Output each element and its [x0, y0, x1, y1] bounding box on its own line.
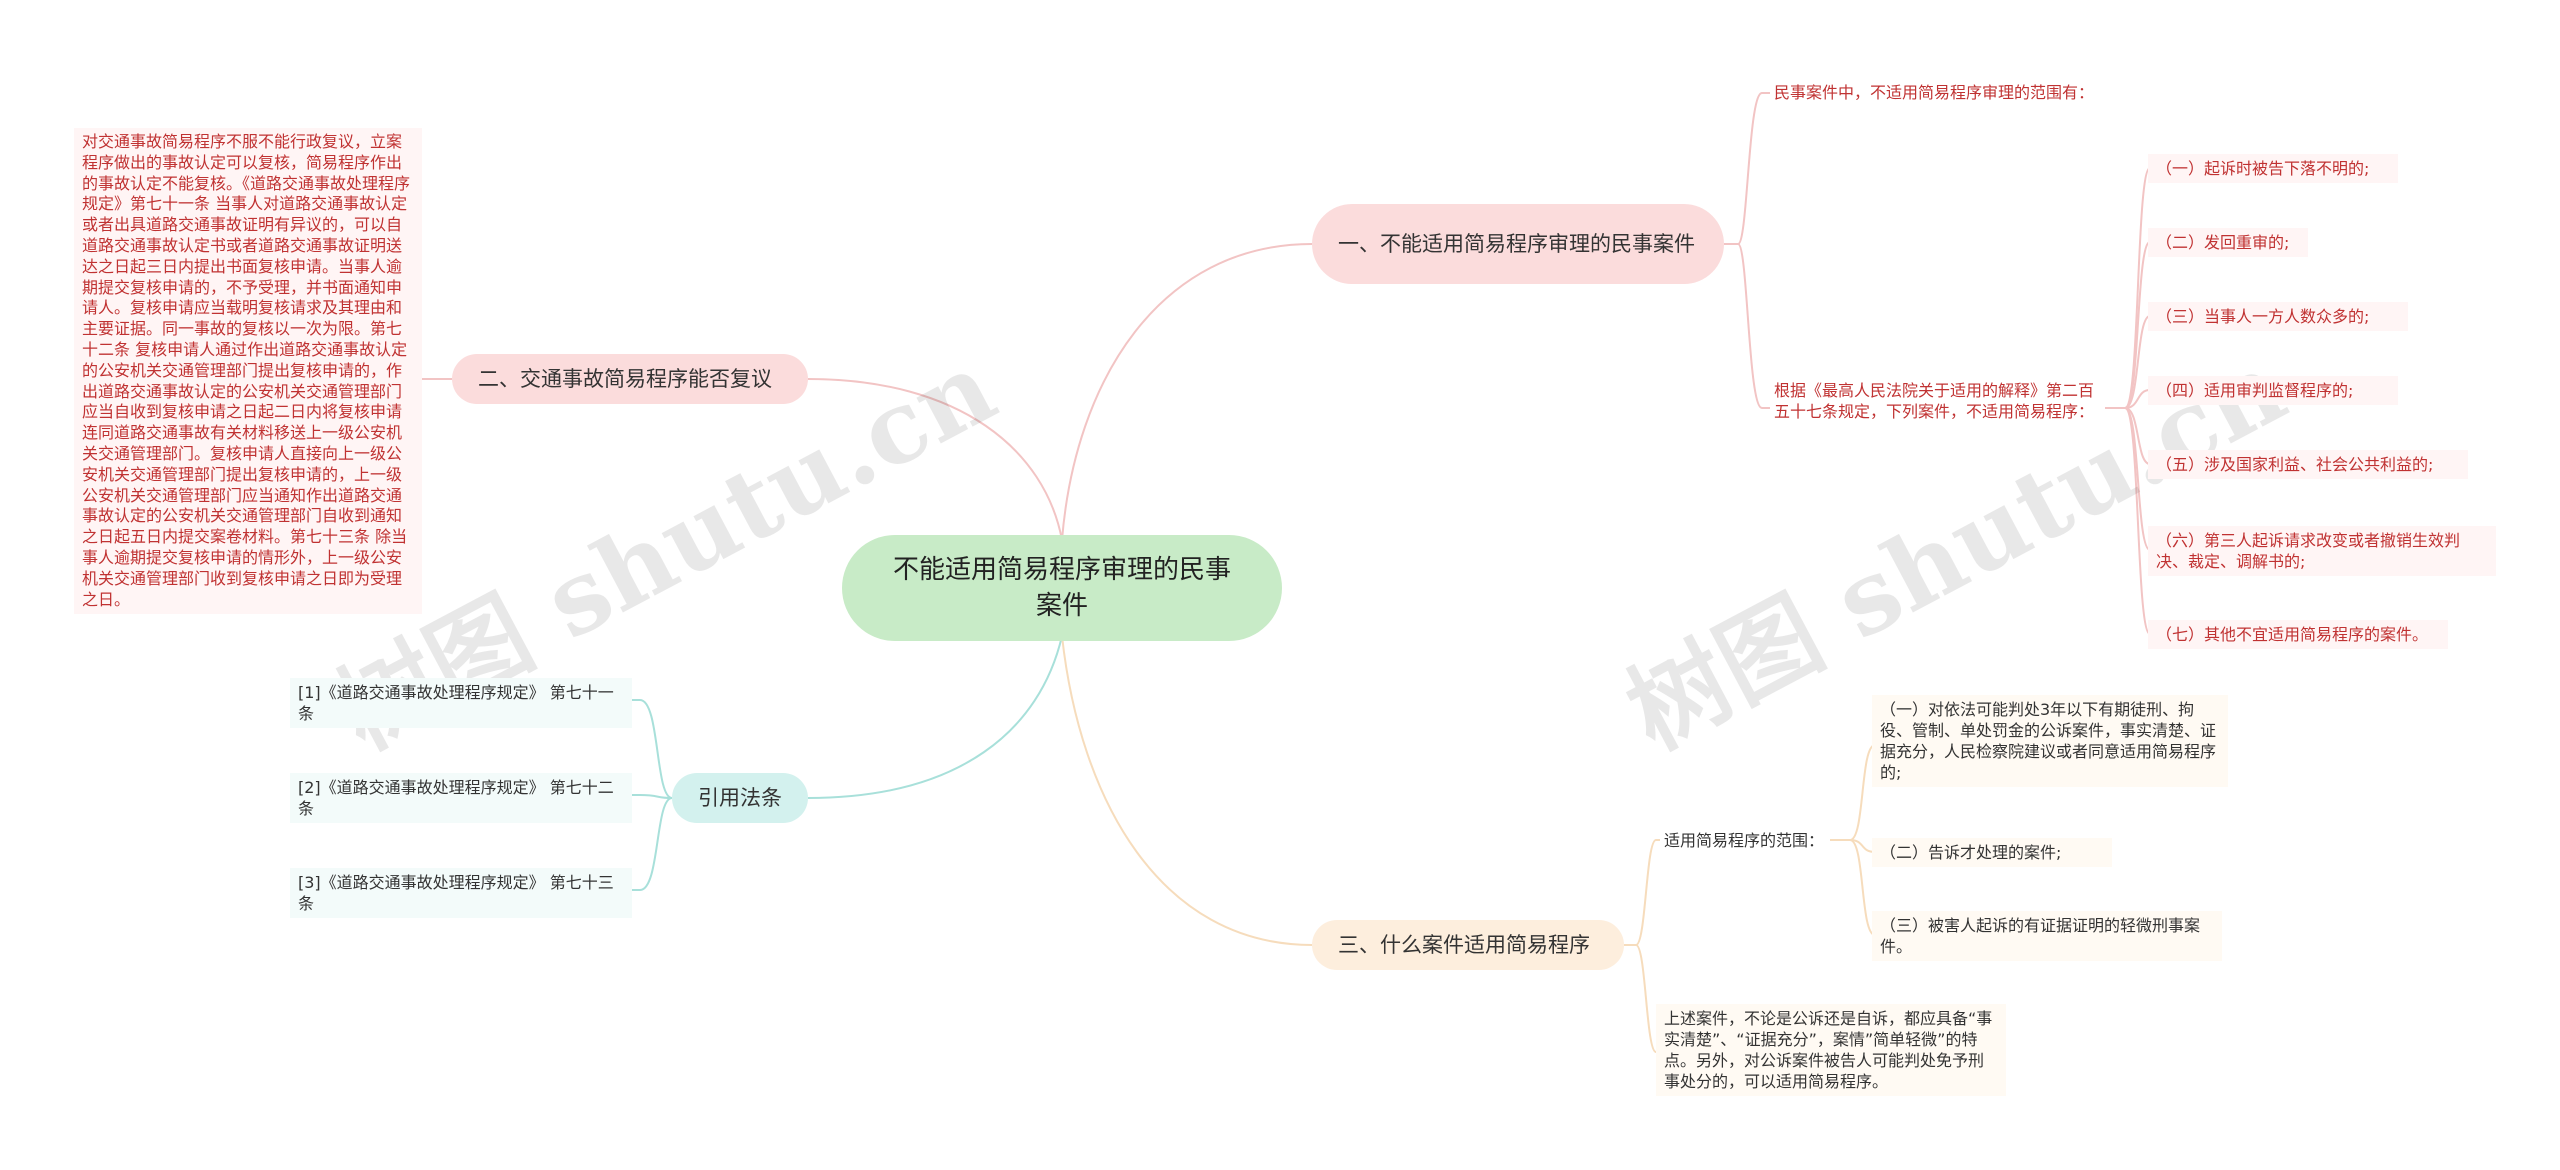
branch3-label: 引用法条 — [698, 786, 782, 810]
link-root-branch3 — [807, 635, 1063, 799]
link-b1-basis — [1737, 243, 1770, 409]
link-basis-item5 — [2124, 407, 2151, 465]
link-root-branch1 — [1061, 243, 1313, 541]
link-root-branch2 — [807, 378, 1063, 541]
branch1-scope-text[interactable]: 民事案件中，不适用简易程序审理的范围有： — [1774, 83, 2095, 102]
branch1-basis-text[interactable]: 根据《最高人民法院关于适用的解释》第二百五十七条规定，下列案件，不适用简易程序： — [1774, 381, 2095, 421]
cited-law-3[interactable]: [3]《道路交通事故处理程序规定》 第七十三条 — [290, 868, 632, 918]
branch-traffic-review[interactable]: 二、交通事故简易程序能否复议 — [452, 354, 808, 404]
link-b3-item2 — [632, 794, 673, 799]
branch-cited-laws[interactable]: 引用法条 — [672, 773, 808, 823]
root-label: 不能适用简易程序审理的民事案件 — [892, 555, 1231, 621]
link-b1-scope — [1724, 92, 1770, 245]
branch-simple-procedure-cases[interactable]: 三、什么案件适用简易程序 — [1312, 920, 1624, 970]
cited-law-1[interactable]: [1]《道路交通事故处理程序规定》 第七十一条 — [290, 678, 632, 728]
link-root-branch4 — [1061, 635, 1313, 946]
branch1-item-1[interactable]: （一）起诉时被告下落不明的; — [2148, 154, 2398, 183]
branch4-item-3[interactable]: （三）被害人起诉的有证据证明的轻微刑事案件。 — [1872, 911, 2222, 961]
branch2-label: 二、交通事故简易程序能否复议 — [478, 367, 772, 391]
branch1-label: 一、不能适用简易程序审理的民事案件 — [1338, 232, 1695, 256]
link-b4-summary — [1635, 944, 1660, 1053]
branch1-item-2[interactable]: （二）发回重审的; — [2148, 228, 2308, 257]
link-scope-item2 — [1849, 839, 1876, 853]
branch4-summary-text[interactable]: 上述案件，不论是公诉还是自诉，都应具备“事实清楚”、“证据充分”，案情”简单轻微… — [1656, 1004, 2006, 1096]
branch-not-simple-procedure[interactable]: 一、不能适用简易程序审理的民事案件 — [1312, 204, 1724, 284]
branch4-item-1[interactable]: （一）对依法可能判处3年以下有期徒刑、拘役、管制、单处罚金的公诉案件，事实清楚、… — [1872, 695, 2228, 787]
branch1-item-3[interactable]: （三）当事人一方人数众多的; — [2148, 302, 2408, 331]
link-scope-item3 — [1849, 839, 1876, 936]
link-scope-item1 — [1849, 744, 1876, 841]
link-basis-item7 — [2124, 407, 2151, 635]
branch1-item-7[interactable]: （七）其他不宜适用简易程序的案件。 — [2148, 620, 2448, 649]
link-b3-item3 — [632, 797, 673, 891]
link-basis-item3 — [2124, 315, 2151, 409]
link-b4-scope — [1624, 839, 1660, 946]
branch2-detail-text[interactable]: 对交通事故简易程序不服不能行政复议，立案程序做出的事故认定可以复核，简易程序作出… — [74, 128, 422, 615]
branch4-scope-text[interactable]: 适用简易程序的范围： — [1664, 831, 1825, 850]
link-b3-item1 — [632, 699, 673, 799]
link-basis-item2 — [2124, 241, 2151, 409]
link-basis-item4 — [2124, 389, 2151, 409]
cited-law-2[interactable]: [2]《道路交通事故处理程序规定》 第七十二条 — [290, 773, 632, 823]
branch1-item-5[interactable]: （五）涉及国家利益、社会公共利益的; — [2148, 450, 2468, 479]
branch1-item-4[interactable]: （四）适用审判监督程序的; — [2148, 376, 2398, 405]
branch4-label: 三、什么案件适用简易程序 — [1338, 933, 1590, 957]
branch4-item-2[interactable]: （二）告诉才处理的案件; — [1872, 838, 2112, 867]
root-node[interactable]: 不能适用简易程序审理的民事案件 — [842, 535, 1282, 641]
branch1-item-6[interactable]: （六）第三人起诉请求改变或者撤销生效判决、裁定、调解书的; — [2148, 526, 2496, 576]
